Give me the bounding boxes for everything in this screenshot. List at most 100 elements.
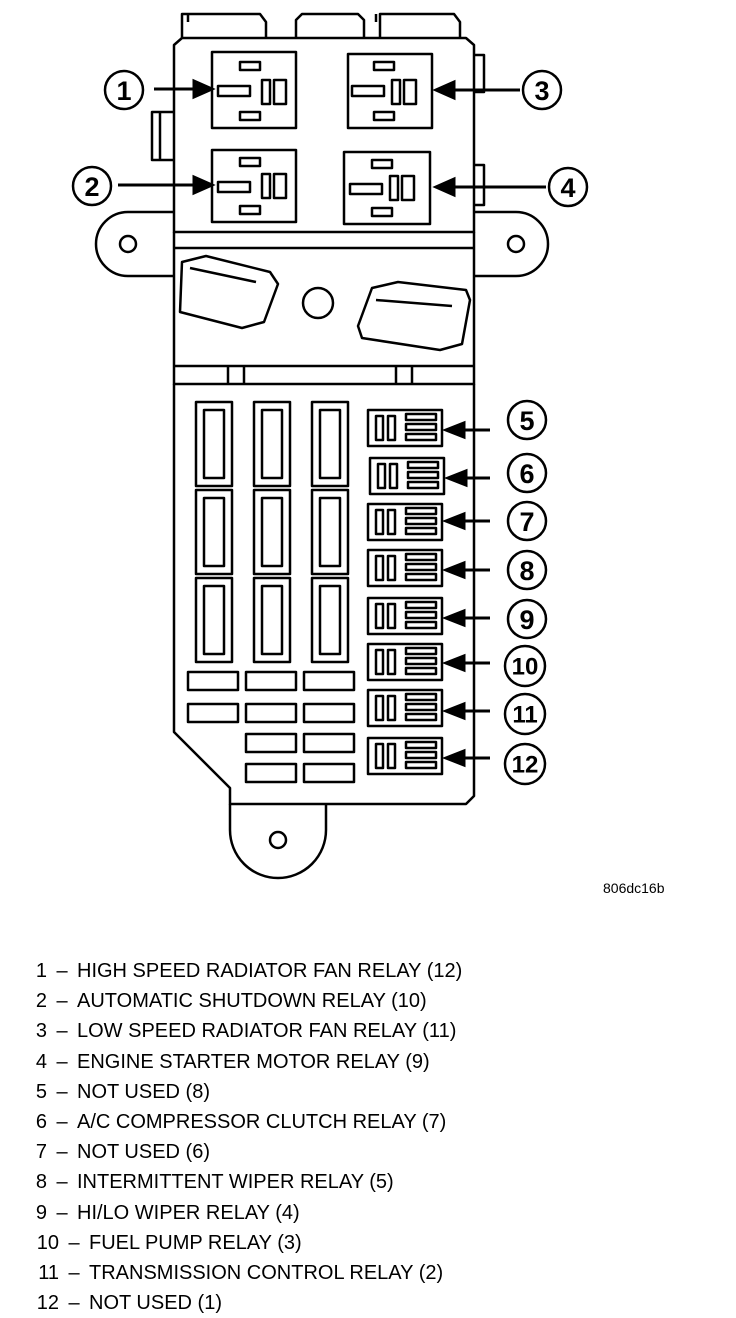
legend-item: 5–NOT USED (8)	[25, 1077, 462, 1107]
legend-item-text: NOT USED (8)	[77, 1080, 210, 1103]
relay-1	[210, 50, 298, 130]
callout-circle-5	[506, 399, 548, 441]
arrow-3	[432, 79, 520, 101]
left-hinge	[178, 254, 280, 330]
legend-item: 2–AUTOMATIC SHUTDOWN RELAY (10)	[25, 986, 462, 1016]
legend-item-text: FUEL PUMP RELAY (3)	[89, 1231, 302, 1254]
relay-12	[366, 736, 444, 776]
legend-item: 6–A/C COMPRESSOR CLUTCH RELAY (7)	[25, 1107, 462, 1137]
legend-item-number: 12	[36, 1292, 59, 1315]
right-mounting-hole	[506, 234, 526, 254]
relay-10	[366, 642, 444, 682]
legend-item-number: 7	[35, 1141, 47, 1164]
legend-item-text: HIGH SPEED RADIATOR FAN RELAY (12)	[77, 960, 463, 982]
legend-item-text: NOT USED (6)	[77, 1141, 210, 1164]
relay-4	[342, 150, 432, 226]
callout-label-11: 11	[512, 702, 537, 729]
legend-item: 9–HI/LO WIPER RELAY (4)	[25, 1198, 462, 1228]
legend-item: 4–ENGINE STARTER MOTOR RELAY (9)	[25, 1047, 462, 1077]
legend-item: 3–LOW SPEED RADIATOR FAN RELAY (11)	[25, 1016, 462, 1046]
maxi-fuses	[194, 400, 350, 664]
legend-item-dash: –	[56, 1080, 68, 1103]
legend-item-dash: –	[56, 1141, 68, 1164]
legend-item-dash: –	[68, 1231, 80, 1254]
right-hinge	[356, 280, 472, 352]
callout-label-6: 6	[519, 459, 534, 489]
mini-fuses	[186, 670, 356, 784]
relay-9	[366, 596, 444, 636]
legend-item-text: TRANSMISSION CONTROL RELAY (2)	[89, 1261, 444, 1284]
callout-label-12: 12	[512, 752, 539, 779]
legend-item-dash: –	[56, 1201, 68, 1224]
legend-item-text: A/C COMPRESSOR CLUTCH RELAY (7)	[77, 1110, 447, 1133]
arrow-9	[441, 608, 490, 628]
legend-item-dash: –	[56, 990, 68, 1013]
legend-item: 8–INTERMITTENT WIPER RELAY (5)	[25, 1167, 462, 1197]
callout-circle-11	[503, 692, 547, 736]
callout-circle-9	[506, 598, 548, 640]
callout-label-10: 10	[512, 654, 539, 681]
callout-label-7: 7	[519, 507, 534, 537]
legend-item-dash: –	[56, 1110, 68, 1133]
legend-item-dash: –	[68, 1292, 80, 1315]
fuse-relay-center-diagram: 1 2 3 4 5 6 7 8 9 10 11 12	[71, 12, 589, 880]
callout-label-4: 4	[560, 173, 575, 203]
legend-item-dash: –	[68, 1261, 80, 1284]
right-mounting-ear	[474, 210, 550, 278]
legend-item-text: AUTOMATIC SHUTDOWN RELAY (10)	[77, 990, 427, 1013]
callout-label-9: 9	[519, 605, 534, 635]
legend-item-text: HI/LO WIPER RELAY (4)	[77, 1201, 300, 1224]
relay-11	[366, 688, 444, 728]
callout-circle-4	[547, 166, 589, 208]
legend-item-number: 4	[35, 1050, 47, 1073]
legend-item-text: LOW SPEED RADIATOR FAN RELAY (11)	[77, 1020, 457, 1043]
arrow-6	[443, 468, 490, 488]
callout-circle-12	[503, 742, 547, 786]
bottom-mounting-hole	[268, 830, 288, 850]
legend-item: 7–NOT USED (6)	[25, 1137, 462, 1167]
right-tab-lower	[474, 163, 486, 207]
legend-item-number: 6	[35, 1110, 47, 1133]
legend-item-number: 10	[36, 1231, 59, 1254]
legend-item-text: INTERMITTENT WIPER RELAY (5)	[77, 1171, 394, 1194]
top-clips	[180, 12, 462, 38]
right-tab-upper	[474, 53, 486, 94]
legend-item-dash: –	[56, 1020, 68, 1043]
center-bolt	[301, 286, 335, 320]
legend-item-number: 2	[35, 990, 47, 1013]
callout-circle-6	[506, 452, 548, 494]
legend-item-dash: –	[56, 1050, 68, 1073]
arrow-5	[441, 420, 490, 440]
callout-circle-7	[506, 500, 548, 542]
bottom-mounting-ear	[228, 804, 328, 880]
legend-item-text: ENGINE STARTER MOTOR RELAY (9)	[77, 1050, 430, 1073]
arrow-12	[441, 748, 490, 768]
relay-6	[368, 456, 446, 496]
callout-circle-8	[506, 549, 548, 591]
legend-item: 12–NOT USED (1)	[25, 1288, 462, 1318]
callout-label-2: 2	[84, 172, 99, 202]
relay-2	[210, 148, 298, 224]
legend-item: 11–TRANSMISSION CONTROL RELAY (2)	[25, 1258, 462, 1288]
relay-7	[366, 502, 444, 542]
arrow-1	[154, 78, 216, 100]
arrow-2	[118, 174, 216, 196]
legend-item-number: 1	[35, 960, 47, 982]
arrow-4	[432, 176, 546, 198]
legend-item-number: 11	[38, 1261, 59, 1284]
callout-circle-10	[503, 644, 547, 688]
callout-circle-2	[71, 165, 113, 207]
legend-item-number: 5	[35, 1080, 47, 1103]
legend-item-number: 3	[35, 1020, 47, 1043]
callout-label-3: 3	[534, 76, 549, 106]
legend-item-dash: –	[56, 1171, 68, 1194]
legend-item-text: NOT USED (1)	[89, 1292, 222, 1315]
callout-label-5: 5	[519, 406, 534, 436]
legend-item-number: 8	[35, 1171, 47, 1194]
left-mounting-hole	[118, 234, 138, 254]
legend-item: 10–FUEL PUMP RELAY (3)	[25, 1228, 462, 1258]
arrow-7	[441, 511, 490, 531]
figure-code: 806dc16b	[603, 880, 665, 896]
callout-label-8: 8	[519, 556, 534, 586]
callout-label-1: 1	[116, 76, 131, 106]
